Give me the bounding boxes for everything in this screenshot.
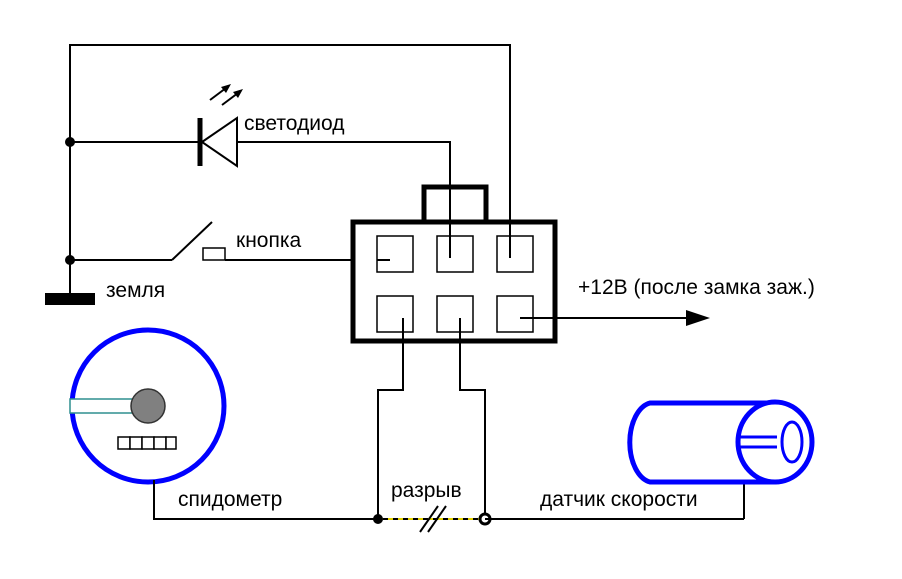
connector-pin-bottom-3 (496, 295, 534, 333)
connector-pin-bottom-1 (376, 295, 414, 333)
connector-pin-top-1 (376, 235, 414, 273)
connector-latch (421, 184, 489, 227)
label-speed-sensor: датчик скорости (540, 488, 698, 511)
label-break: разрыв (391, 479, 462, 502)
speedo-odometer (117, 436, 177, 450)
ground-symbol (45, 293, 95, 305)
wire-to-speedo-junction (377, 318, 404, 519)
speedo-wire (153, 480, 378, 520)
break-slash-2 (427, 505, 447, 533)
led-symbol (197, 84, 243, 168)
label-speedometer: спидометр (178, 488, 282, 511)
connector-pin-bottom-2 (436, 295, 474, 333)
label-power: +12В (после замка заж.) (578, 276, 815, 299)
label-button: кнопка (236, 229, 301, 252)
connector-pin-top-2 (436, 235, 474, 273)
speedometer-symbol (69, 327, 227, 485)
led-wire-right (237, 141, 451, 250)
connector-block (350, 184, 558, 344)
power-arrow (686, 310, 710, 326)
connector-pin-top-3 (496, 235, 534, 273)
speed-sensor-symbol (627, 399, 815, 485)
label-ground: земля (106, 279, 165, 302)
speedo-needle (69, 398, 137, 414)
button-switch-lever (171, 221, 213, 261)
label-led: светодиод (244, 112, 344, 135)
junction-dot-speedo (373, 514, 383, 524)
wire-to-sensor-junction (459, 318, 486, 519)
break-slash-1 (419, 505, 439, 533)
button-contact (202, 247, 226, 261)
speedo-hub (130, 388, 166, 424)
ground-bus-wire (69, 44, 511, 260)
